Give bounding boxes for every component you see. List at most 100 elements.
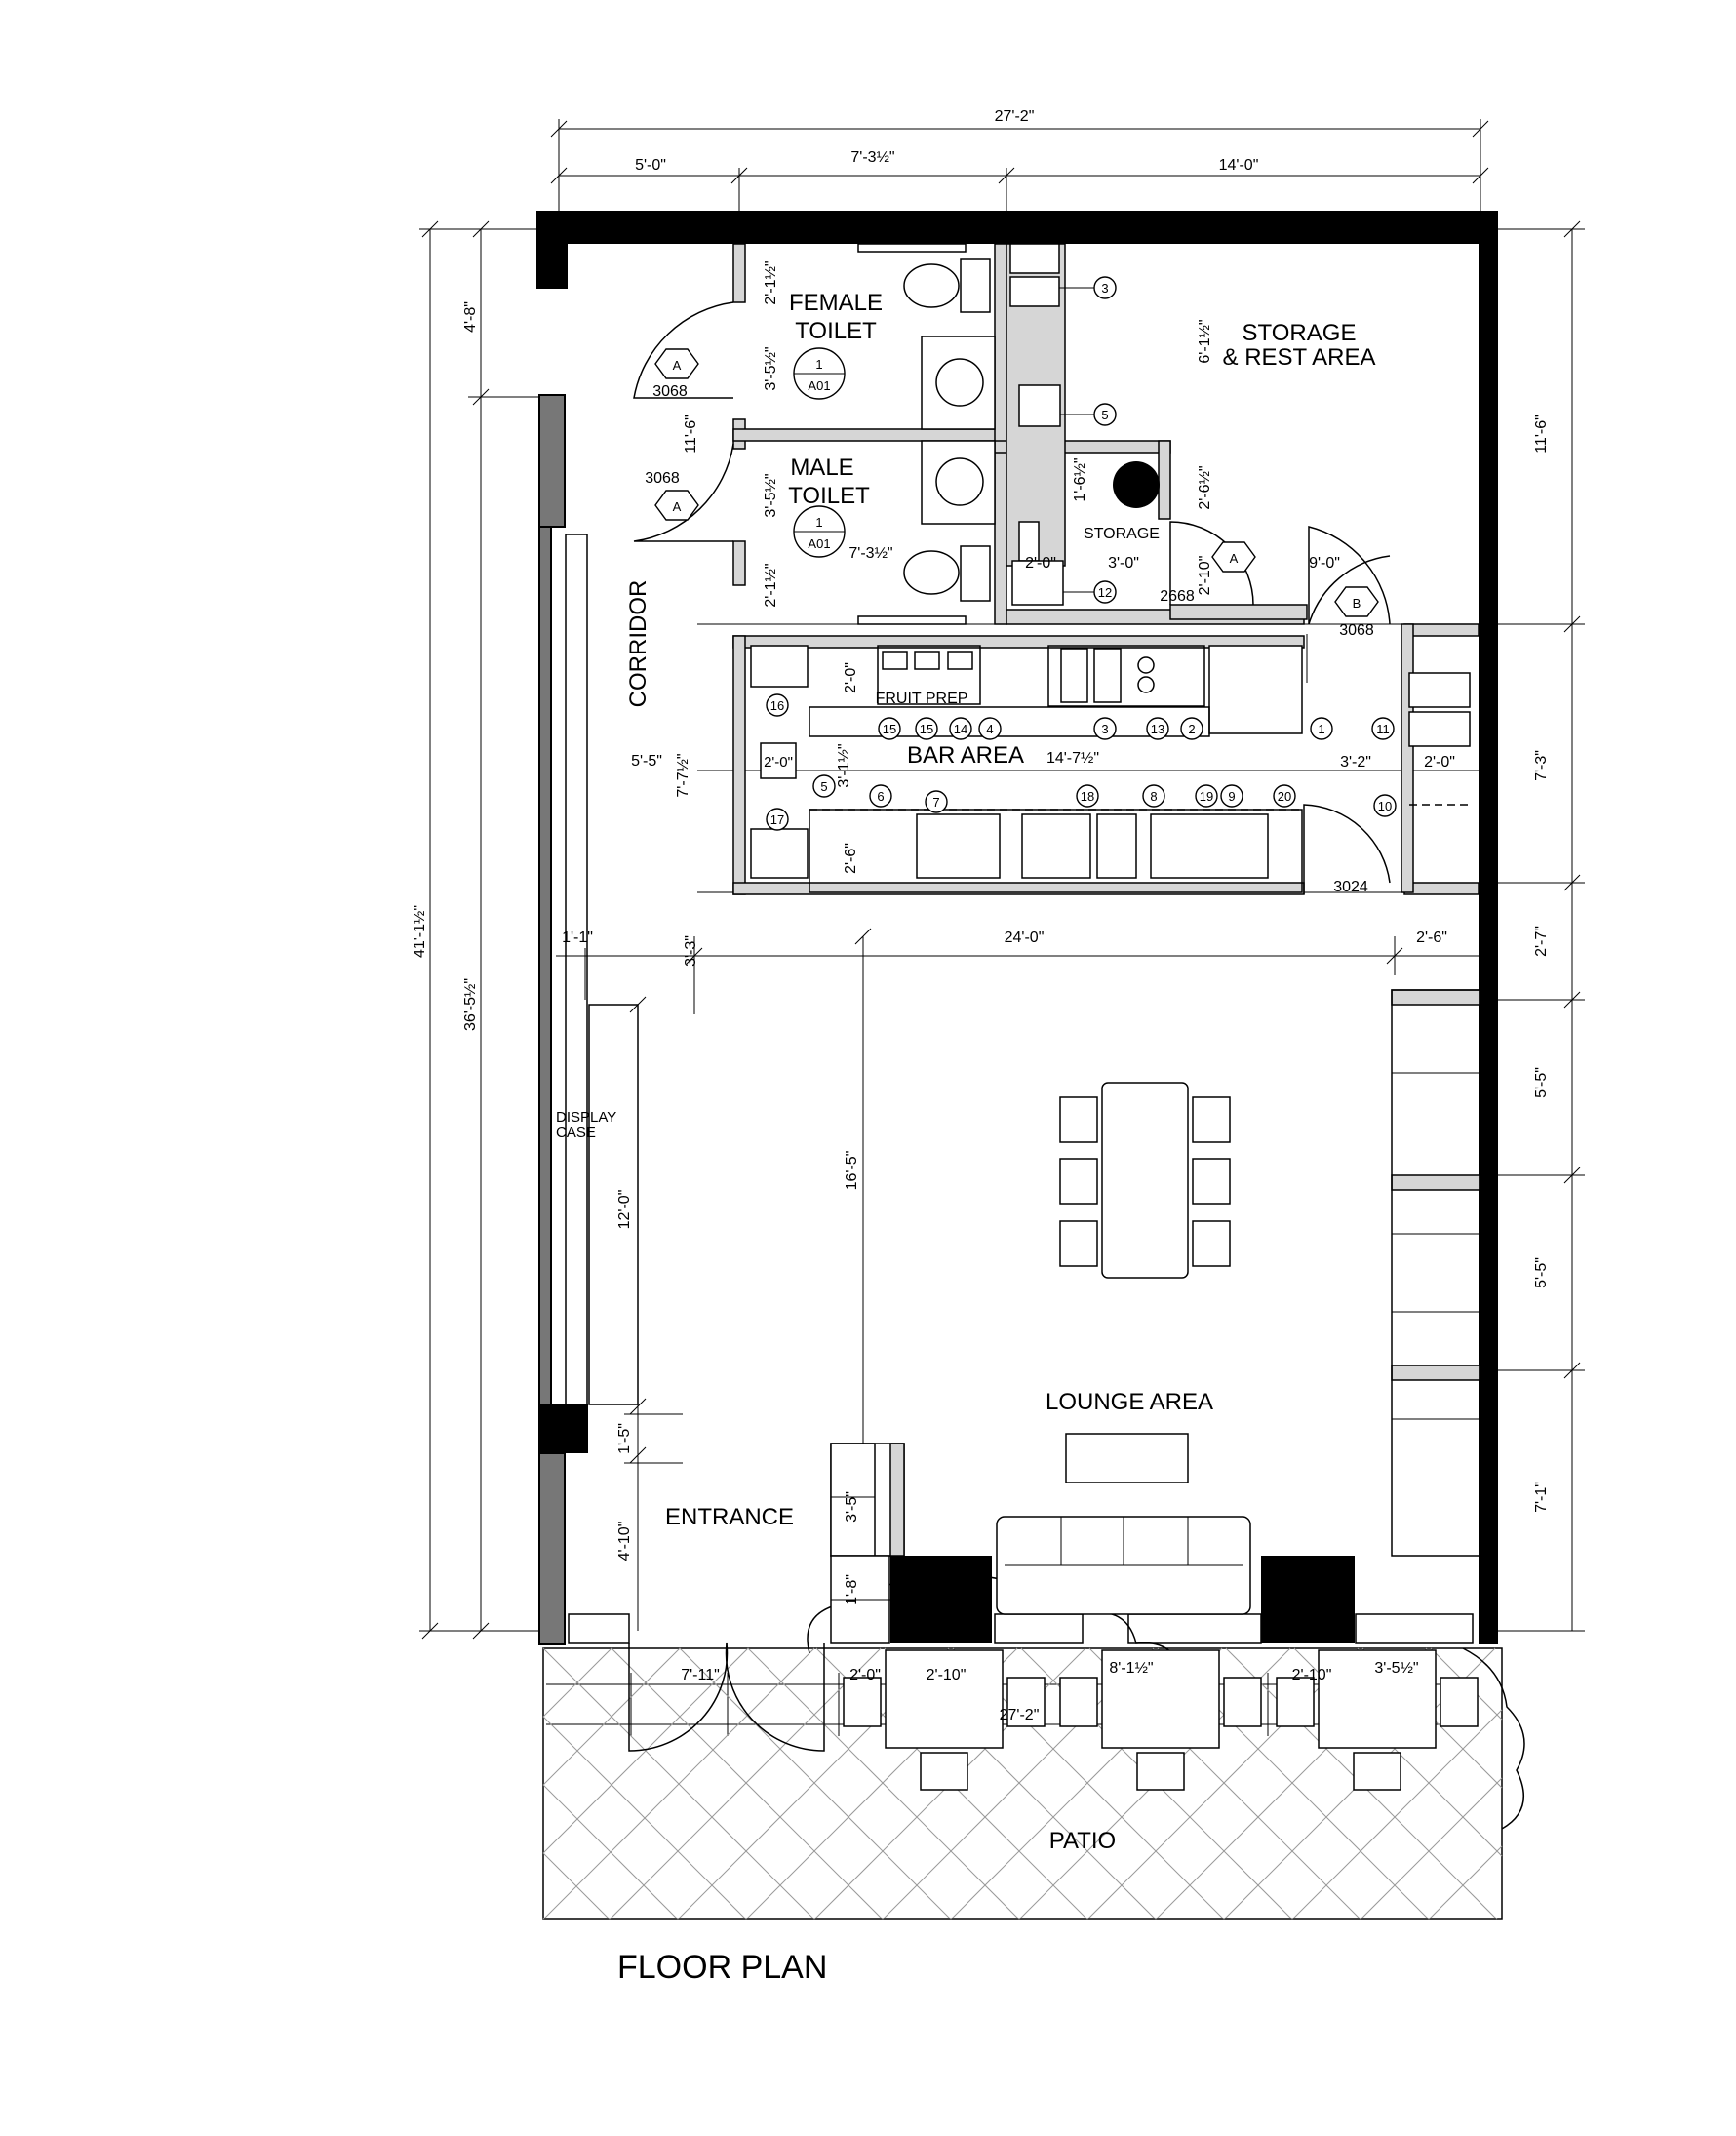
door-code: 2668 xyxy=(1160,588,1195,605)
dim-storage-2-6: 2'-6½" xyxy=(1197,465,1213,509)
dim-lounge-1-5: 1'-5" xyxy=(616,1423,633,1454)
patio-table-2 xyxy=(1059,1649,1262,1791)
dim-bar-2-6: 2'-6" xyxy=(843,843,859,874)
door-tag-letter: B xyxy=(1353,596,1361,611)
dim-storage-3-0: 3'-0" xyxy=(1108,555,1139,572)
label-display-line1: DISPLAY xyxy=(556,1109,616,1126)
tag-7: 7 xyxy=(932,795,939,810)
storage-door: A 2668 xyxy=(1160,521,1256,606)
dim-bar-2-0b: 2'-0" xyxy=(764,754,793,771)
dim-right-2-7: 2'-7" xyxy=(1533,926,1550,957)
door-tag-a-bottom: 3068 A xyxy=(645,470,699,521)
label-male-line2: TOILET xyxy=(788,483,870,509)
dim-storage-1-6: 1'-6½" xyxy=(1072,457,1088,501)
lounge-furniture xyxy=(830,989,1480,1644)
tag-15b: 15 xyxy=(920,722,933,736)
dim-top-overall: 27'-2" xyxy=(995,108,1035,125)
label-lounge-area: LOUNGE AREA xyxy=(1046,1389,1213,1415)
dim-right-5-5b: 5'-5" xyxy=(1533,1257,1550,1288)
tag-18: 18 xyxy=(1081,789,1094,804)
dim-lounge-12-0: 12'-0" xyxy=(616,1190,633,1230)
dim-left-4-8: 4'-8" xyxy=(462,301,479,333)
section-number: 1 xyxy=(815,515,822,530)
patio-table-3 xyxy=(1276,1649,1479,1791)
tag-2: 2 xyxy=(1188,722,1195,736)
toilet-doors xyxy=(633,301,734,542)
dim-bar-5-5: 5'-5" xyxy=(631,753,662,770)
dim-bar-3-1: 3'-1½" xyxy=(836,743,852,787)
tag-5b: 5 xyxy=(820,779,827,794)
label-entrance: ENTRANCE xyxy=(665,1504,794,1530)
dim-right-7-1: 7'-1" xyxy=(1533,1482,1550,1513)
front-entry-doors xyxy=(568,1613,1474,1752)
door-tag-letter: A xyxy=(673,358,682,373)
dim-top-c: 14'-0" xyxy=(1219,157,1259,174)
door-tag-letter: A xyxy=(1230,551,1239,566)
dimension-labels: 27'-2" 5'-0" 7'-3½" 14'-0" 41'-1½" 36'-5… xyxy=(412,108,1550,1723)
dim-lounge-24-0: 24'-0" xyxy=(1005,930,1045,946)
dim-lounge-16-5: 16'-5" xyxy=(844,1151,860,1191)
male-toilet-fixtures xyxy=(857,440,996,625)
dim-patio-2-0: 2'-0" xyxy=(849,1667,881,1683)
tag-20: 20 xyxy=(1278,789,1291,804)
dimension-lines xyxy=(419,119,1585,1736)
tag-15a: 15 xyxy=(883,722,896,736)
door-code: 3068 xyxy=(645,470,680,487)
patio-table-1 xyxy=(843,1649,1046,1791)
dim-door-9-0: 9'-0" xyxy=(1309,555,1340,572)
tag-11: 11 xyxy=(1376,722,1390,736)
equipment-tags: 3 5 12 16 15 15 14 4 3 13 2 1 11 5 6 7 1… xyxy=(766,276,1397,831)
dim-storage-2-10: 2'-10" xyxy=(1197,556,1213,596)
dim-patio-3-5: 3'-5½" xyxy=(1374,1660,1418,1677)
tag-12: 12 xyxy=(1098,585,1112,600)
tag-3a: 3 xyxy=(1101,281,1108,296)
door-tag-letter: A xyxy=(673,499,682,514)
dim-lounge-2-6: 2'-6" xyxy=(1416,930,1447,946)
dim-bar-14-7: 14'-7½" xyxy=(1046,750,1099,767)
dim-storage-2-0: 2'-0" xyxy=(1025,555,1056,572)
dim-lounge-3-5: 3'-5" xyxy=(844,1491,860,1523)
exterior-walls xyxy=(536,211,1498,1645)
dim-corr-11-6: 11'-6" xyxy=(683,415,699,454)
label-male-line1: MALE xyxy=(790,455,853,481)
drawing-title: FLOOR PLAN xyxy=(617,1949,827,1986)
dim-patio-8-1: 8'-1½" xyxy=(1109,1660,1153,1677)
label-female-line2: TOILET xyxy=(795,318,877,344)
dim-right-5-5a: 5'-5" xyxy=(1533,1067,1550,1098)
tag-14: 14 xyxy=(954,722,967,736)
dim-patio-2-10b: 2'-10" xyxy=(1292,1667,1332,1683)
label-display-line2: CASE xyxy=(556,1125,596,1141)
tag-5a: 5 xyxy=(1101,408,1108,422)
door-code: 3068 xyxy=(1339,622,1374,639)
bar-equipment: 3024 xyxy=(750,645,1473,895)
label-bar-area: BAR AREA xyxy=(907,742,1024,769)
tag-8: 8 xyxy=(1150,789,1157,804)
dim-male-7-3: 7'-3½" xyxy=(848,545,892,562)
dim-left-overall: 41'-1½" xyxy=(412,905,428,958)
tag-3b: 3 xyxy=(1101,722,1108,736)
tag-13: 13 xyxy=(1151,722,1164,736)
dim-lounge-3-3: 3'-3" xyxy=(683,935,699,967)
tag-9: 9 xyxy=(1228,789,1235,804)
dim-bar-2-0c: 2'-0" xyxy=(1424,754,1455,771)
dim-female-3-5: 3'-5½" xyxy=(763,346,779,390)
tag-19: 19 xyxy=(1200,789,1213,804)
dim-lounge-1-8: 1'-8" xyxy=(844,1574,860,1605)
door-tag-a-top: A 3068 xyxy=(652,348,699,400)
dim-storage-6-1: 6'-1½" xyxy=(1197,319,1213,363)
label-fruit-prep: FRUIT PREP xyxy=(876,691,968,707)
dim-female-2-1: 2'-1½" xyxy=(763,260,779,304)
dim-lounge-4-10: 4'-10" xyxy=(616,1522,633,1562)
dim-bar-7-7: 7'-7½" xyxy=(675,753,691,797)
dim-bar-3-2: 3'-2" xyxy=(1340,754,1371,771)
dim-male-3-5: 3'-5½" xyxy=(763,473,779,517)
label-corridor: CORRIDOR xyxy=(625,580,651,708)
label-patio: PATIO xyxy=(1049,1828,1116,1854)
dim-right-7-3: 7'-3" xyxy=(1533,750,1550,781)
female-toilet-fixtures xyxy=(857,243,996,430)
dim-top-b: 7'-3½" xyxy=(850,149,894,166)
label-female-line1: FEMALE xyxy=(789,290,883,316)
dim-patio-2-10a: 2'-10" xyxy=(927,1667,967,1683)
dim-male-2-1: 2'-1½" xyxy=(763,563,779,607)
